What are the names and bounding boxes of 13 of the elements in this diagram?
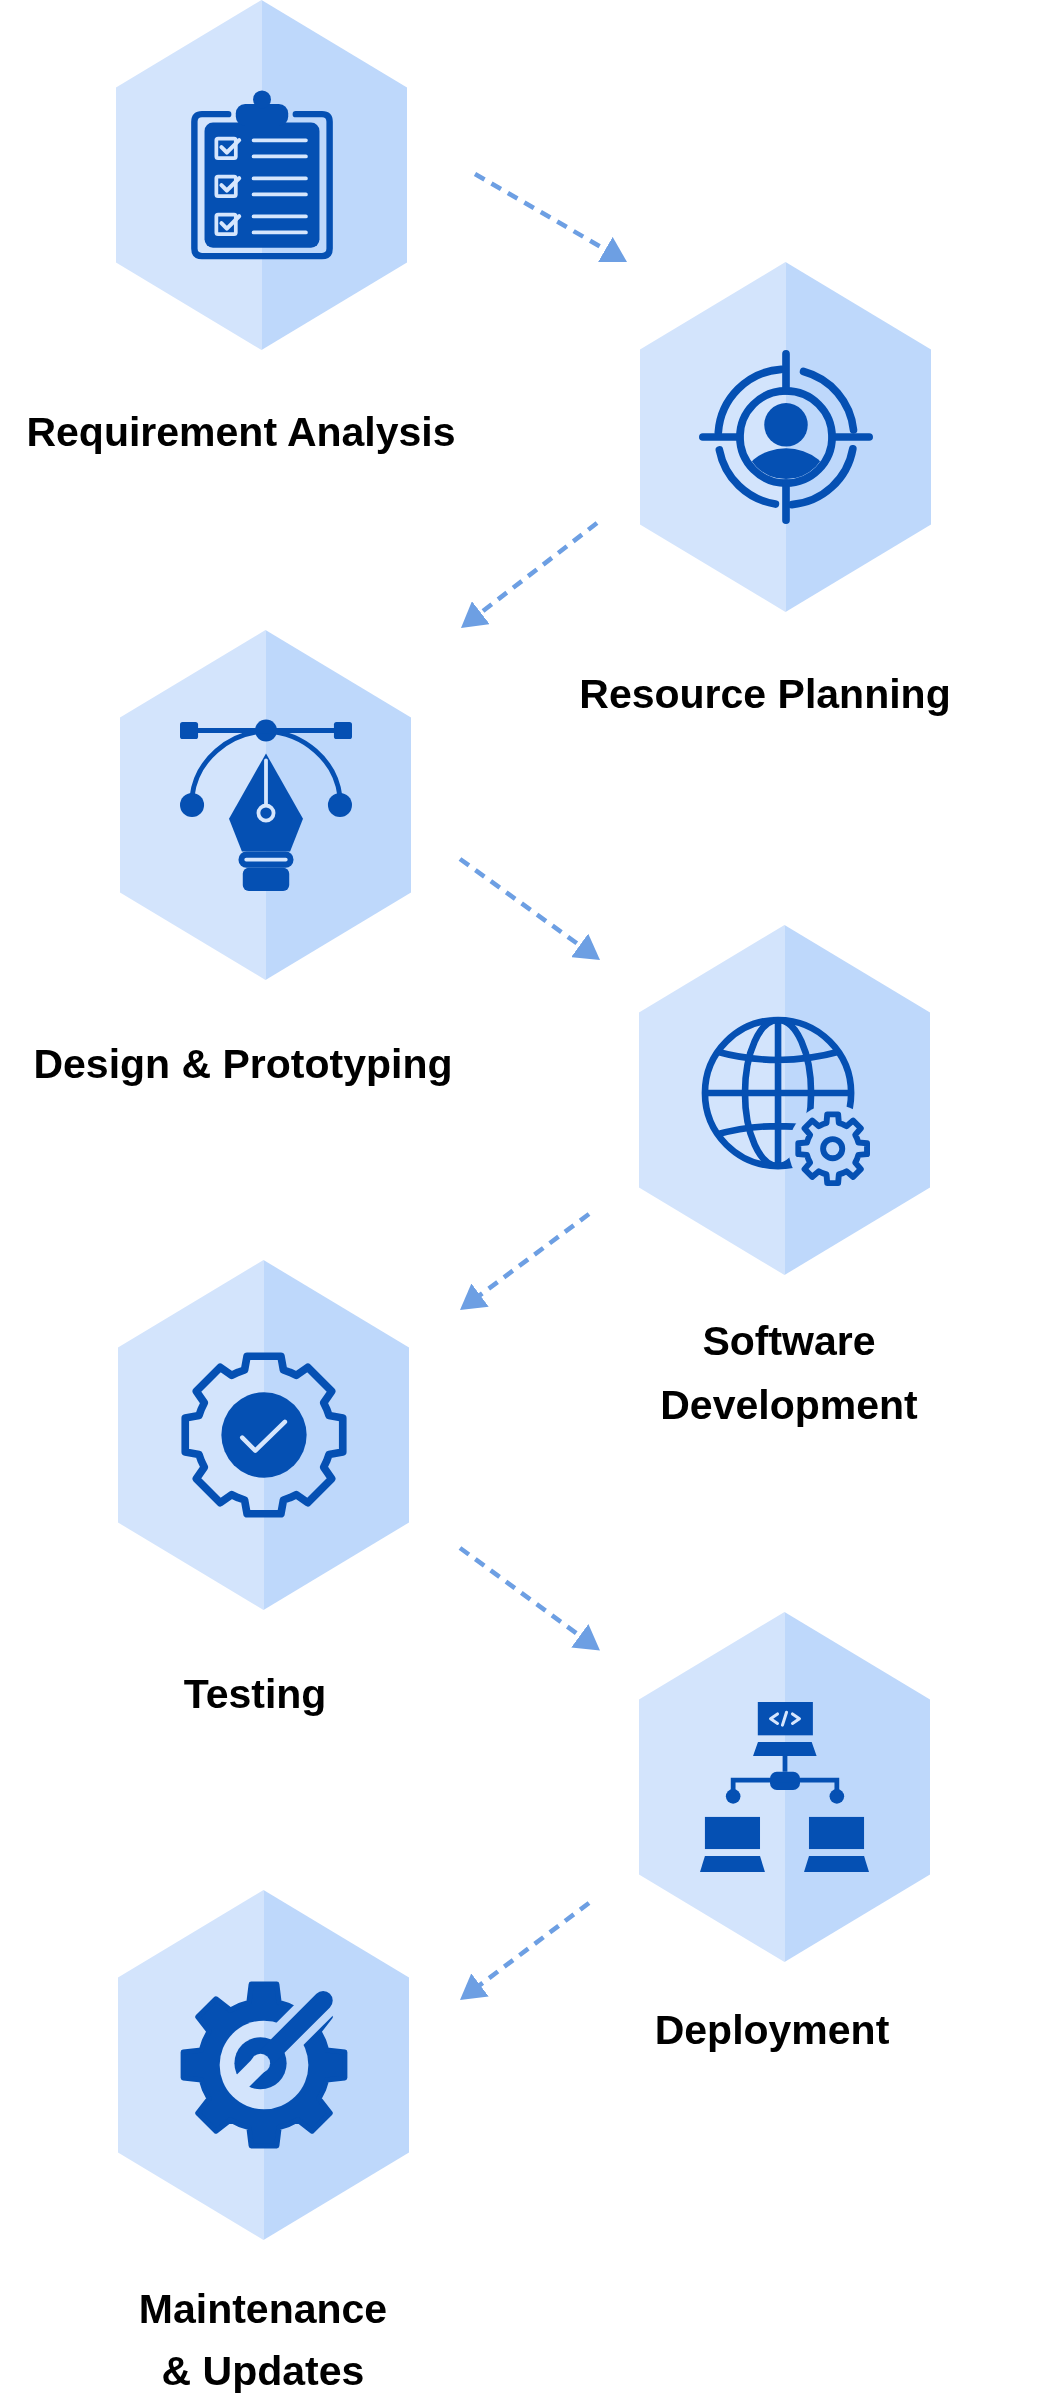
step-label: Testing (182, 1669, 328, 1719)
dashed-arrow (461, 521, 599, 628)
step-label: Design & Prototyping (32, 1039, 454, 1089)
dashed-arrow (473, 172, 627, 262)
dashed-arrow (460, 1901, 591, 2000)
step-label: Deployment (653, 2005, 891, 2055)
dashed-arrow (460, 1212, 591, 1310)
step-label: Requirement Analysis (25, 407, 457, 457)
dashed-arrow (458, 1546, 600, 1651)
step-label: Resource Planning (578, 669, 952, 719)
step-label: Software Development (659, 1317, 919, 1430)
dashed-arrow (458, 857, 600, 960)
step-label: Maintenance & Updates (137, 2284, 389, 2396)
